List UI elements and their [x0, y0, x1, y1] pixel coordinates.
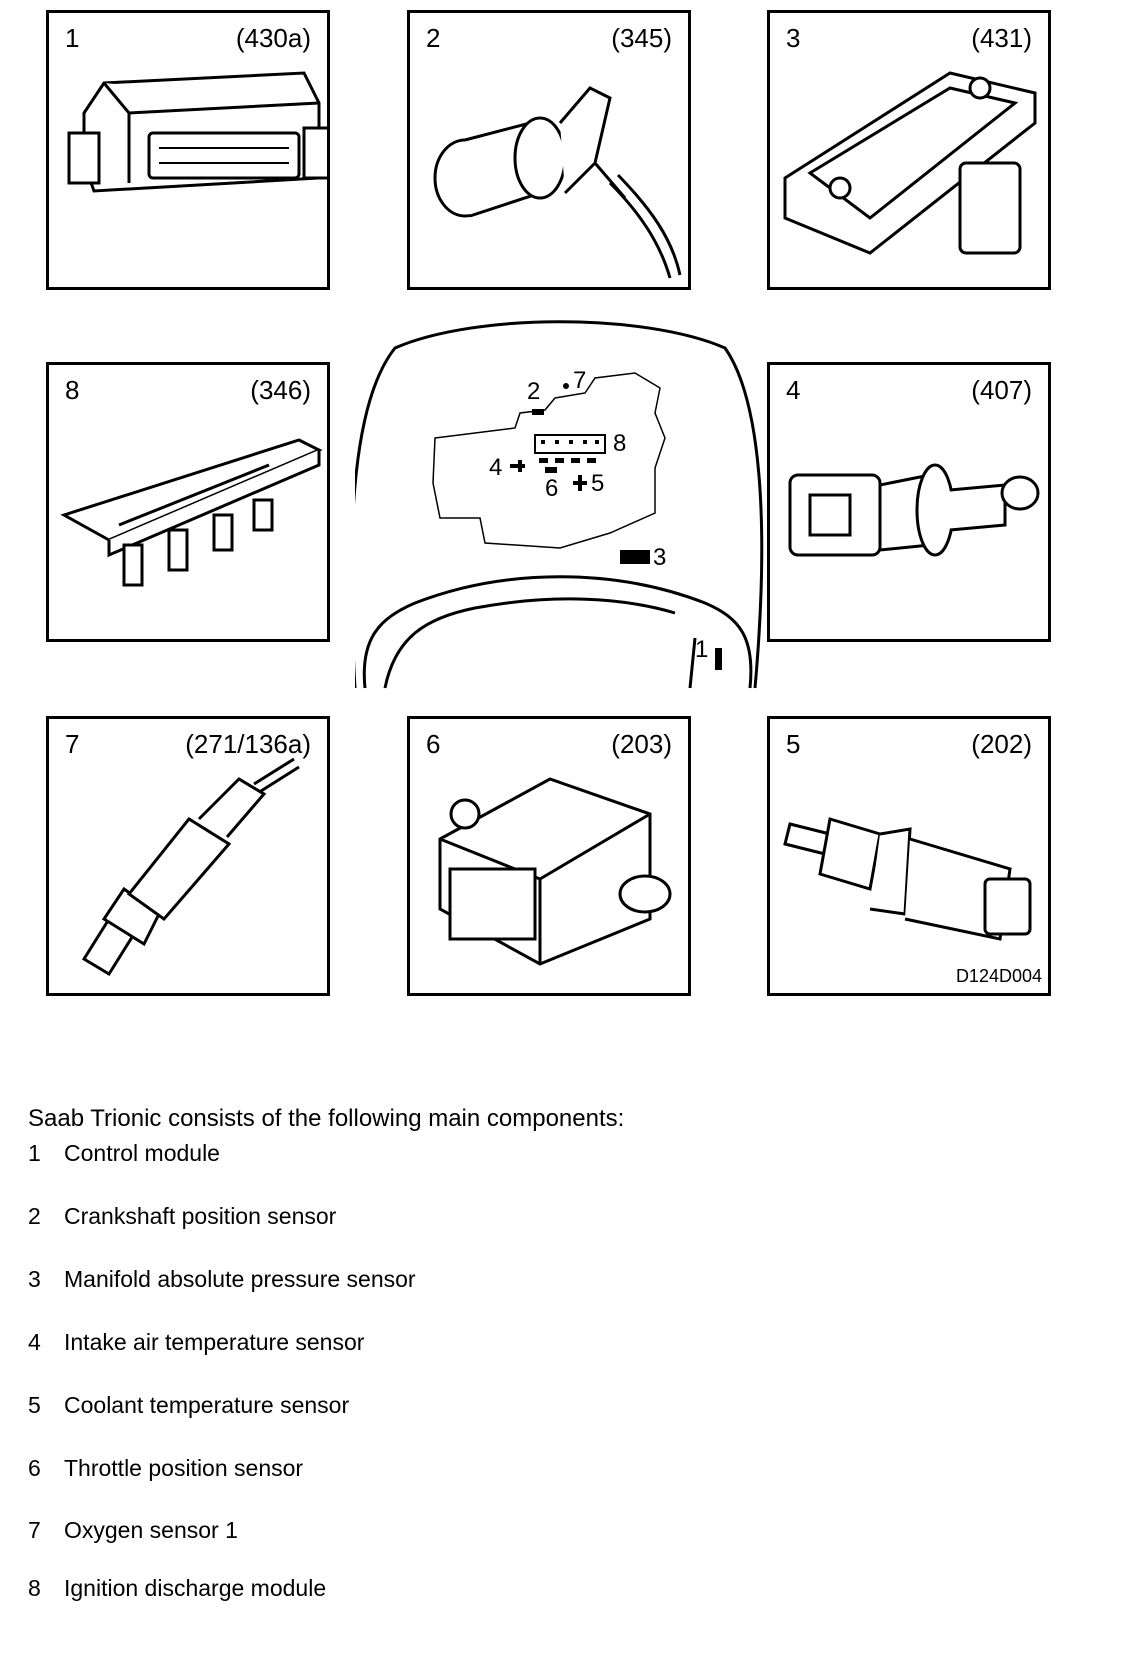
legend-number: 1 [28, 1140, 41, 1166]
throttle-sensor-marker [545, 467, 557, 473]
panel-code: (407) [971, 375, 1032, 405]
coolant-sensor-marker [573, 475, 587, 491]
panel-number: 4 [786, 375, 801, 405]
legend-item: 4 Intake air temperature sensor [28, 1329, 364, 1356]
map-label-3: 3 [653, 544, 667, 571]
legend-item: 6 Throttle position sensor [28, 1455, 303, 1482]
panel-number: 5 [786, 729, 801, 759]
drawing-id: D124D004 [955, 966, 1042, 986]
panel-crankshaft-sensor: 2 (345) [407, 10, 691, 290]
panel-ignition-module: 8 (346) [46, 362, 330, 642]
panel-map-sensor: 3 (431) [767, 10, 1051, 290]
panel-number: 8 [65, 375, 80, 405]
map-label-4: 4 [489, 454, 503, 481]
panel-code: (345) [611, 23, 672, 53]
legend-number: 4 [28, 1329, 41, 1355]
map-sensor-marker [620, 550, 650, 564]
panel-number: 2 [426, 23, 441, 53]
legend-number: 5 [28, 1392, 41, 1418]
legend-label: Manifold absolute pressure sensor [64, 1266, 416, 1292]
map-label-6: 6 [545, 475, 559, 502]
panel-code: (431) [971, 23, 1032, 53]
legend-label: Throttle position sensor [64, 1455, 304, 1481]
oxygen-sensor-marker [563, 383, 569, 389]
panel-code: (346) [250, 375, 311, 405]
map-sensor-illustration [783, 71, 1037, 255]
legend-item: 8 Ignition discharge module [28, 1575, 326, 1602]
legend-item: 5 Coolant temperature sensor [28, 1392, 349, 1419]
control-module-marker [715, 648, 722, 670]
panel-code: (430a) [235, 23, 311, 53]
crankshaft-sensor-marker [532, 409, 544, 415]
engine-bay-outline [432, 372, 666, 549]
panel-number: 3 [786, 23, 801, 53]
legend-label: Control module [64, 1140, 220, 1166]
legend-label: Coolant temperature sensor [64, 1392, 350, 1418]
panel-intake-air-sensor: 4 (407) [767, 362, 1051, 642]
intake-air-sensor-illustration [788, 463, 1040, 557]
legend-label: Ignition discharge module [64, 1575, 327, 1601]
caption: Saab Trionic consists of the following m… [28, 1105, 625, 1132]
ignition-module-illustration [60, 438, 323, 587]
panel-code: (202) [971, 729, 1032, 759]
legend-label: Crankshaft position sensor [64, 1203, 337, 1229]
legend-item: 7 Oxygen sensor 1 [28, 1517, 238, 1544]
map-label-1: 1 [695, 636, 709, 663]
throttle-sensor-illustration [438, 777, 672, 966]
legend-item: 3 Manifold absolute pressure sensor [28, 1266, 416, 1293]
legend-item: 2 Crankshaft position sensor [28, 1203, 336, 1230]
map-label-5: 5 [591, 470, 605, 497]
legend-number: 6 [28, 1455, 41, 1481]
panel-control-module: 1 (430a) [46, 10, 330, 290]
panel-throttle-sensor: 6 (203) [407, 716, 691, 996]
crankshaft-sensor-illustration [433, 86, 682, 279]
panel-code: (203) [611, 729, 672, 759]
legend-number: 8 [28, 1575, 41, 1601]
legend-number: 7 [28, 1517, 41, 1543]
map-label-7: 7 [573, 367, 587, 394]
intake-air-sensor-marker [510, 460, 525, 472]
oxygen-sensor-illustration [81, 757, 300, 977]
map-label-2: 2 [527, 378, 541, 405]
vehicle-outline [349, 320, 764, 689]
panel-number: 7 [65, 729, 80, 759]
panel-number: 6 [426, 729, 441, 759]
panel-coolant-sensor: 5 (202) D124D004 [767, 716, 1051, 996]
legend-number: 3 [28, 1266, 41, 1292]
legend-item: 1 Control module [28, 1140, 220, 1167]
legend-label: Intake air temperature sensor [64, 1329, 365, 1355]
legend-label: Oxygen sensor 1 [64, 1517, 238, 1543]
control-module-illustration [67, 71, 327, 193]
panel-oxygen-sensor: 7 (271/136a) [46, 716, 330, 996]
map-label-8: 8 [613, 430, 627, 457]
panel-code: (271/136a) [185, 729, 311, 759]
vehicle-location-map: 2 7 8 4 6 5 3 1 [349, 318, 765, 708]
coolant-sensor-illustration [783, 817, 1032, 941]
legend-number: 2 [28, 1203, 41, 1229]
panel-number: 1 [65, 23, 80, 53]
